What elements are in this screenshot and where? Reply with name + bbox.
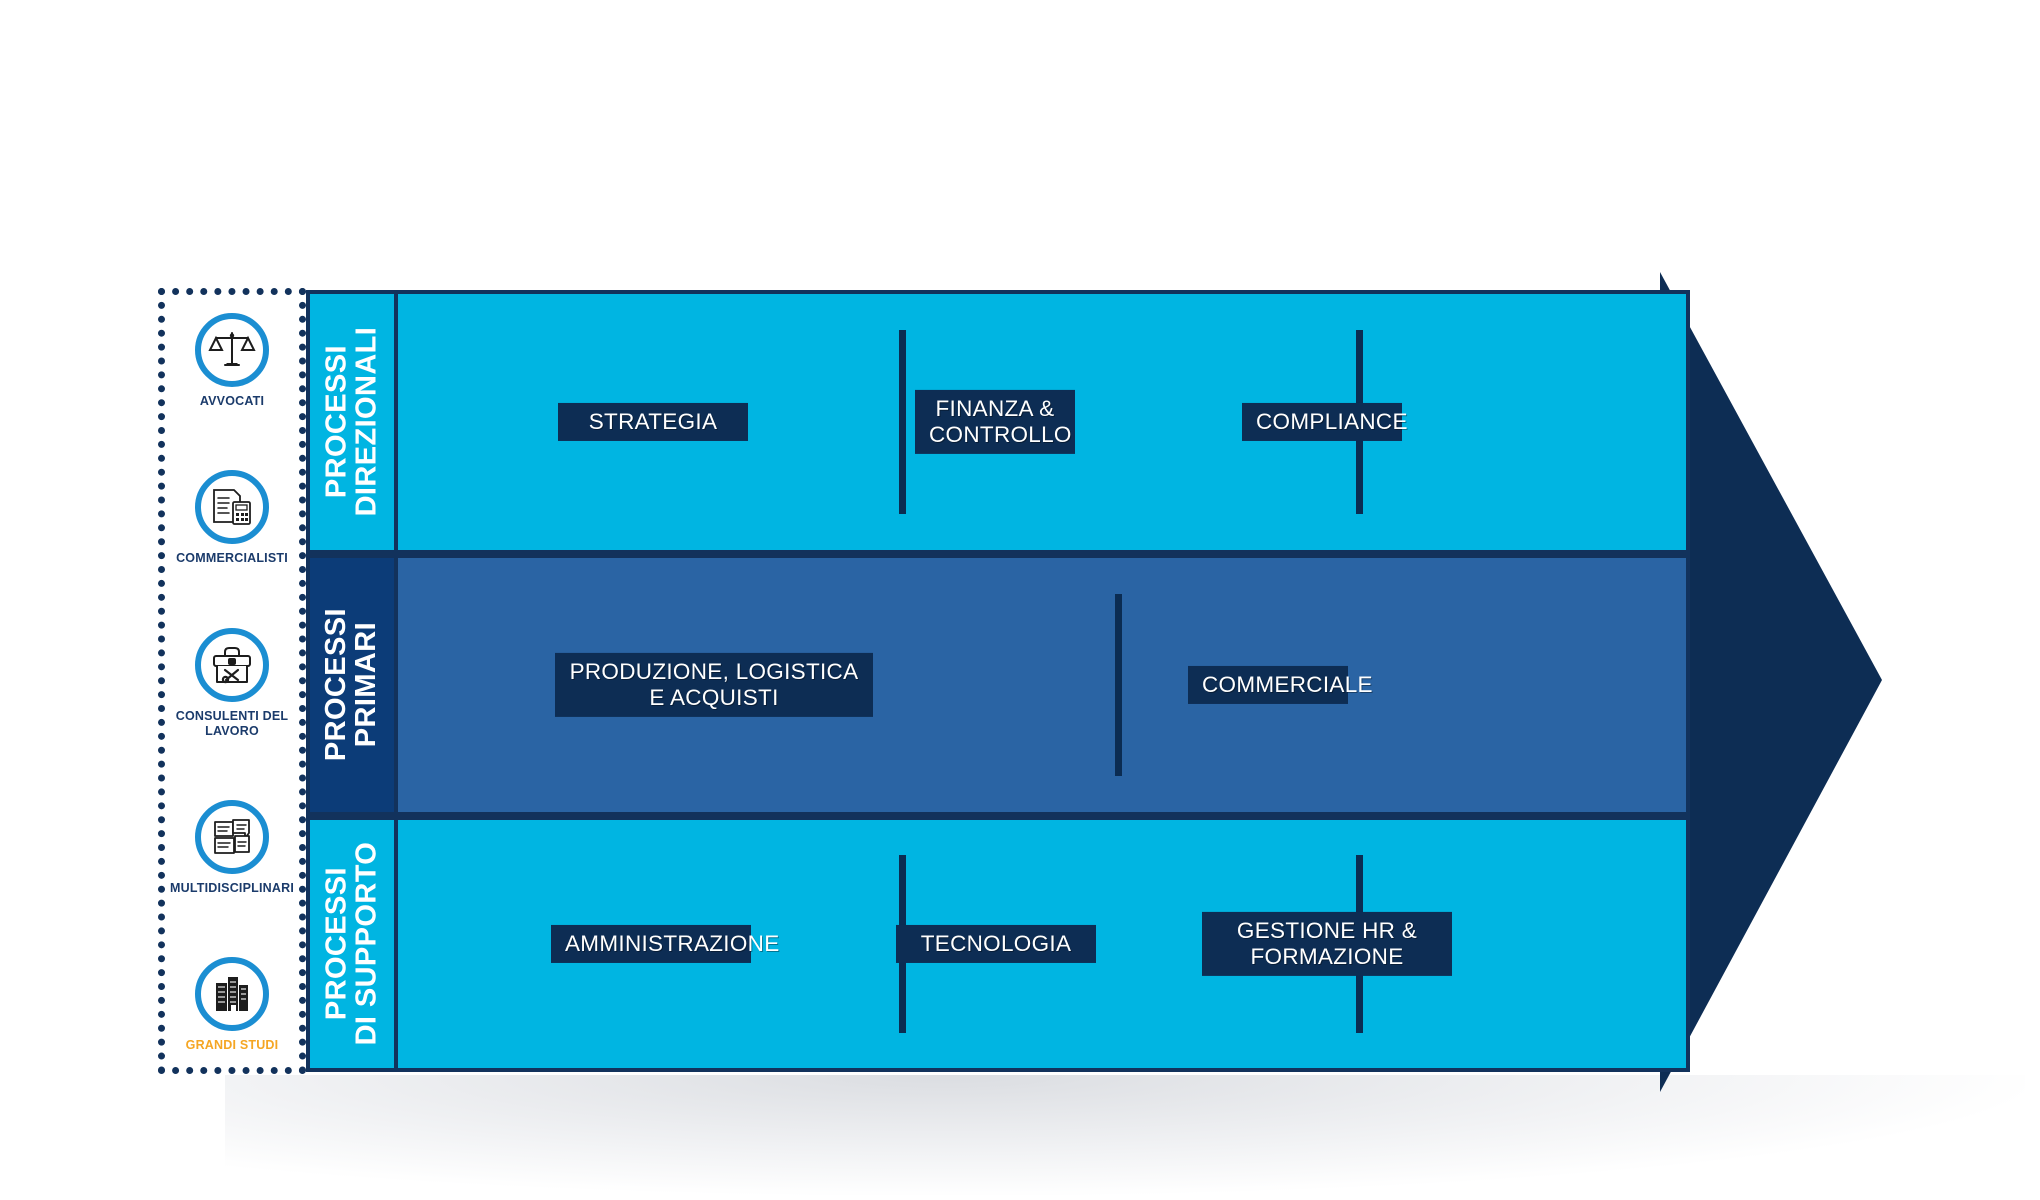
- calculator-document-icon: [195, 470, 269, 545]
- profession-label: GRANDI STUDI: [185, 1038, 279, 1053]
- band-body-processi-di-supporto: AMMINISTRAZIONE TECNOLOGIA GESTIONE HR &…: [398, 816, 1690, 1072]
- process-chip-produzione-logistica-acquisti[interactable]: PRODUZIONE, LOGISTICA E ACQUISTI: [555, 652, 873, 718]
- process-chip-compliance[interactable]: COMPLIANCE: [1242, 402, 1407, 442]
- process-chip-gestione-hr-formazione[interactable]: GESTIONE HR & FORMAZIONE: [1202, 911, 1452, 977]
- office-buildings-icon: [195, 957, 269, 1032]
- profession-item-multidisciplinari[interactable]: MULTIDISCIPLINARI: [158, 799, 306, 896]
- band-processi-direzionali: PROCESSI DIREZIONALI STRATEGIA FINANZA &…: [306, 290, 1690, 554]
- column-divider: [899, 329, 906, 515]
- process-chip-amministrazione[interactable]: AMMINISTRAZIONE: [551, 924, 779, 964]
- band-label-line1: PROCESSI: [320, 867, 353, 1021]
- profession-item-commercialisti[interactable]: COMMERCIALISTI: [158, 470, 306, 566]
- professions-panel: AVVOCATI: [158, 288, 306, 1074]
- band-label-line1: PROCESSI: [320, 608, 353, 762]
- band-body-processi-direzionali: STRATEGIA FINANZA & CONTROLLO COMPLIANCE: [398, 290, 1690, 554]
- column-divider: [1115, 593, 1122, 777]
- arrow-head: [1660, 272, 1890, 1092]
- toolbox-icon: [195, 627, 269, 702]
- band-processi-primari: PROCESSI PRIMARI PRODUZIONE, LOGISTICA E…: [306, 554, 1690, 816]
- band-label-line2: DI SUPPORTO: [350, 842, 382, 1046]
- process-bands: PROCESSI DIREZIONALI STRATEGIA FINANZA &…: [306, 290, 1690, 1072]
- profession-item-grandi-studi[interactable]: GRANDI STUDI: [158, 957, 306, 1053]
- profession-label: CONSULENTI DEL LAVORO: [175, 708, 289, 738]
- process-chip-finanza-controllo[interactable]: FINANZA & CONTROLLO: [915, 389, 1075, 455]
- band-label-processi-primari: PROCESSI PRIMARI: [306, 554, 398, 816]
- band-label-processi-direzionali: PROCESSI DIREZIONALI: [306, 290, 398, 554]
- drop-shadow: [225, 1075, 2025, 1195]
- band-label-line2: DIREZIONALI: [350, 327, 383, 517]
- profession-item-avvocati[interactable]: AVVOCATI: [158, 313, 306, 409]
- process-chip-commerciale[interactable]: COMMERCIALE: [1188, 665, 1373, 705]
- profession-label: MULTIDISCIPLINARI: [170, 880, 294, 895]
- puzzle-documents-icon: [195, 799, 269, 874]
- process-chip-tecnologia[interactable]: TECNOLOGIA: [896, 924, 1096, 964]
- band-label-line2: PRIMARI: [350, 622, 383, 748]
- process-chip-strategia[interactable]: STRATEGIA: [558, 402, 748, 442]
- band-label-processi-di-supporto: PROCESSI DI SUPPORTO: [306, 816, 398, 1072]
- band-processi-di-supporto: PROCESSI DI SUPPORTO AMMINISTRAZIONE TEC…: [306, 816, 1690, 1072]
- profession-label: COMMERCIALISTI: [176, 551, 288, 566]
- band-label-line1: PROCESSI: [320, 345, 353, 499]
- band-body-processi-primari: PRODUZIONE, LOGISTICA E ACQUISTI COMMERC…: [398, 554, 1690, 816]
- profession-item-consulenti-del-lavoro[interactable]: CONSULENTI DEL LAVORO: [158, 627, 306, 739]
- scales-of-justice-icon: [195, 313, 269, 387]
- profession-label: AVVOCATI: [199, 394, 265, 408]
